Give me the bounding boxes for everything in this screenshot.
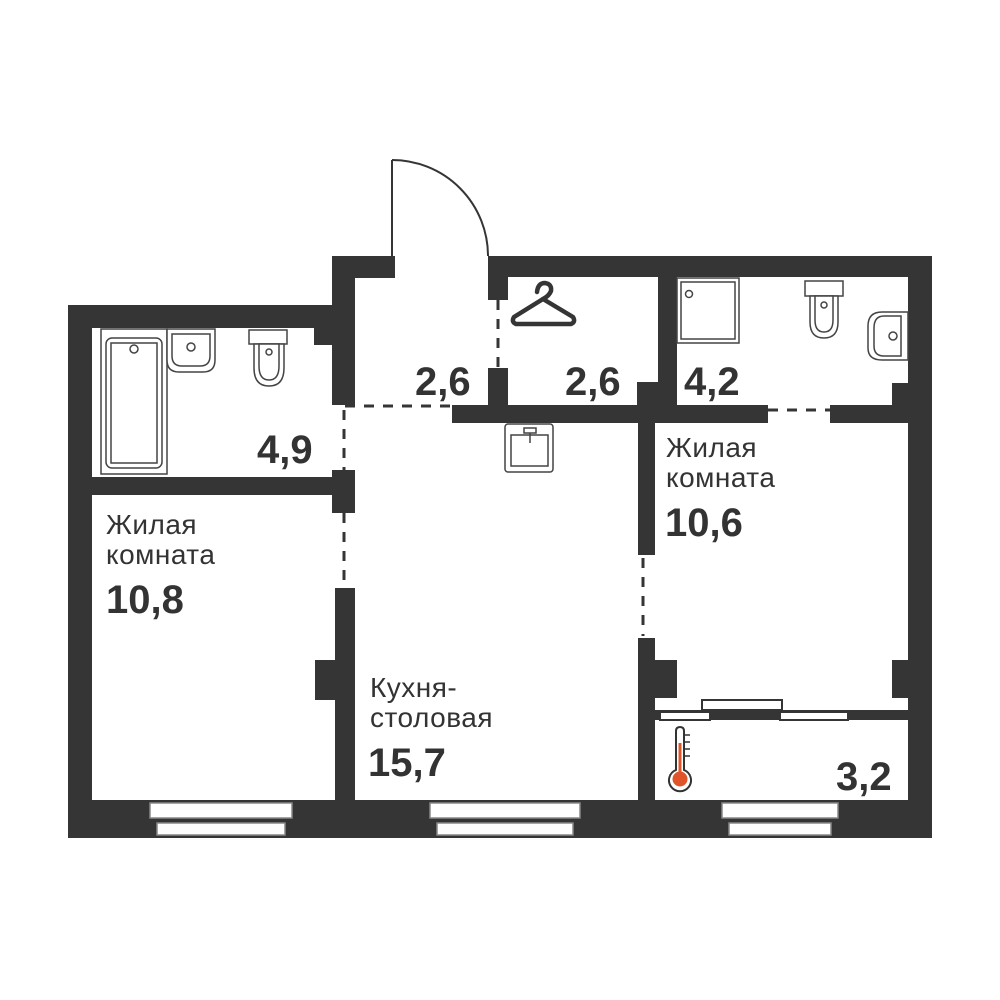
sink-right-icon bbox=[867, 311, 909, 361]
room-name-line: столовая bbox=[370, 702, 493, 733]
room-area-wardrobe: 2,6 bbox=[565, 360, 621, 404]
room-area-living-right: 10,6 bbox=[665, 501, 743, 545]
window-kitchen bbox=[429, 802, 581, 819]
room-area-bathroom-left: 4,9 bbox=[257, 428, 313, 472]
windows bbox=[149, 802, 839, 836]
kitchen-sink-icon bbox=[504, 423, 554, 473]
room-area-kitchen: 15,7 bbox=[368, 741, 446, 785]
room-name-line: Кухня- bbox=[370, 672, 458, 703]
room-name-kitchen: Кухня- столовая bbox=[370, 673, 493, 733]
room-name-line: Жилая bbox=[666, 432, 758, 463]
bathtub-icon bbox=[100, 328, 168, 475]
room-name-living-right: Жилая комната bbox=[666, 433, 775, 493]
hanger-icon bbox=[510, 280, 577, 327]
balcony-door bbox=[659, 699, 849, 721]
toilet-right-icon bbox=[804, 280, 844, 339]
room-name-line: комната bbox=[666, 462, 776, 493]
room-name-living-left: Жилая комната bbox=[106, 510, 215, 570]
window-balcony bbox=[721, 802, 839, 819]
room-name-line: комната bbox=[106, 539, 216, 570]
thermometer-icon bbox=[668, 725, 692, 793]
room-area-hallway: 2,6 bbox=[415, 360, 471, 404]
room-area-bathroom-right: 4,2 bbox=[684, 360, 740, 404]
window-left bbox=[149, 802, 293, 819]
openings bbox=[342, 300, 830, 636]
room-name-line: Жилая bbox=[106, 509, 198, 540]
sink-icon bbox=[166, 328, 216, 373]
shower-icon bbox=[676, 277, 740, 344]
toilet-icon bbox=[248, 329, 288, 387]
fixtures bbox=[100, 277, 909, 475]
room-area-balcony: 3,2 bbox=[836, 755, 892, 799]
entrance-door bbox=[391, 159, 489, 257]
room-area-living-left: 10,8 bbox=[106, 578, 184, 622]
